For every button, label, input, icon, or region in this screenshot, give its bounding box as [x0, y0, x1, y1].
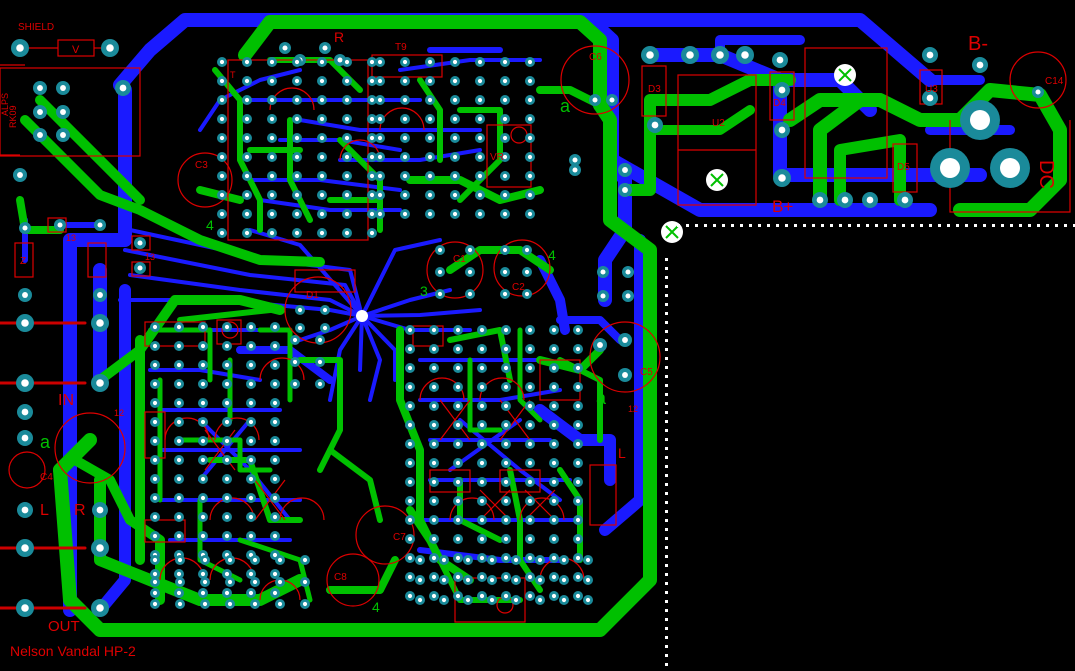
vr-label: VR: [490, 152, 504, 163]
shield-label: SHIELD: [18, 22, 54, 33]
polarity-four-c: 4: [372, 599, 380, 615]
l-right-label: L: [618, 445, 626, 461]
c3-label: C3: [195, 160, 208, 171]
t-mark-label: T: [230, 70, 236, 80]
out-label: OUT: [48, 618, 80, 635]
c5-label: C5: [640, 367, 653, 378]
rk09-label: RK09: [8, 105, 18, 128]
n12b-label: 12: [628, 404, 638, 414]
polarity-a-c5: a: [596, 388, 607, 408]
d4-label: D4: [773, 98, 786, 109]
r-input-label: R: [74, 502, 86, 519]
c14-label: C14: [1045, 76, 1064, 87]
r-top-label: R: [334, 29, 344, 45]
dc-label: DC: [1035, 160, 1057, 189]
c6-label: C6: [589, 52, 602, 63]
polarity-four-b: 4: [548, 247, 556, 263]
in-label: IN: [58, 392, 74, 409]
polarity-four-a: 4: [206, 217, 214, 233]
d5-label: D5: [897, 162, 910, 173]
t9-label: T9: [395, 42, 407, 53]
board-edge-dots: [665, 224, 1075, 666]
d3-label: D3: [648, 84, 661, 95]
alps-label: ALPS: [0, 93, 10, 116]
b-minus-label: B-: [968, 33, 988, 55]
n13a-label: 13: [66, 233, 76, 243]
dc-jack-pads: [930, 100, 1030, 188]
c8-label: C8: [334, 572, 347, 583]
u2-label: U2: [712, 118, 725, 129]
n13b-label: 13: [145, 252, 155, 262]
polarity-a-in: a: [40, 432, 51, 452]
u3-label: U3: [925, 84, 938, 95]
b-plus-label: B+: [772, 197, 793, 216]
c2-label: C2: [512, 282, 525, 293]
polarity-three: 3: [420, 283, 428, 299]
c4-label: C4: [40, 472, 53, 483]
c7-label: C7: [393, 532, 406, 543]
n12a-label: 12: [114, 408, 124, 418]
board-title: Nelson Vandal HP-2: [10, 643, 136, 659]
z-label: Z: [20, 256, 26, 267]
v-label: V: [72, 44, 80, 56]
d1-label: D1: [306, 290, 319, 301]
polarity-a-c6: a: [560, 96, 571, 116]
component-pads: [11, 39, 1044, 617]
l-input-label: L: [40, 502, 49, 519]
c1-label: C1: [453, 254, 466, 265]
